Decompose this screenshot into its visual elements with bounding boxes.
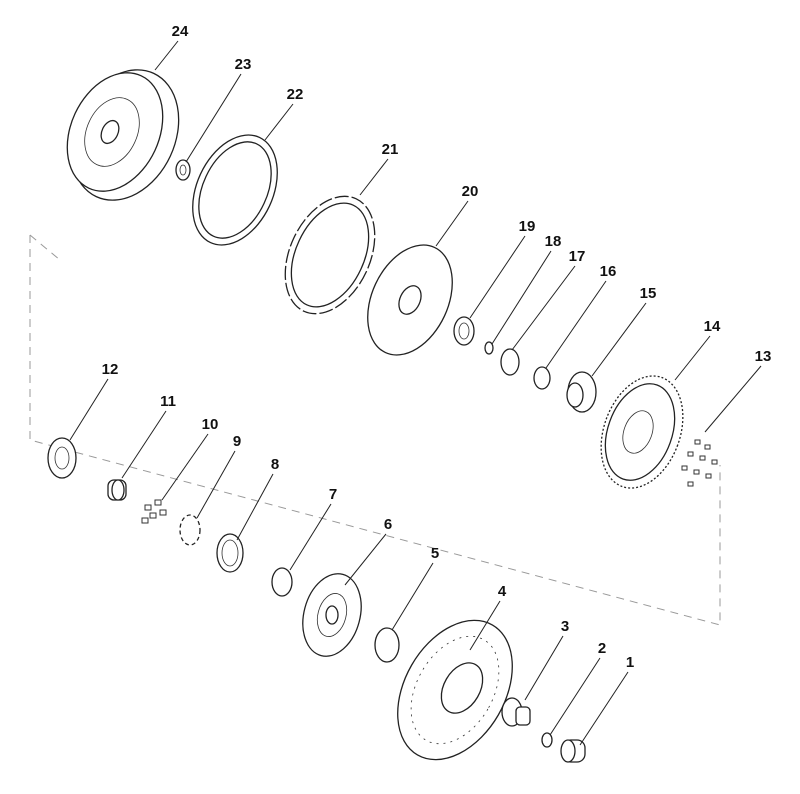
part-16-oring (533, 366, 551, 390)
part-7-plate (271, 567, 293, 597)
callout-number: 18 (545, 233, 562, 250)
part-8-race (216, 533, 244, 573)
callout-11: 11 (121, 393, 176, 479)
leader-line (579, 671, 629, 746)
callout-4: 4 (469, 583, 507, 651)
part-3-hub (501, 697, 531, 727)
leader-line (511, 265, 576, 351)
leader-line (121, 410, 167, 479)
callout-24: 24 (154, 23, 189, 71)
callout-15: 15 (591, 285, 657, 377)
callout-number: 22 (287, 86, 304, 103)
callout-number: 2 (598, 640, 606, 657)
leader-line (469, 600, 501, 651)
part-18-ring (484, 341, 494, 355)
leader-line (344, 533, 387, 586)
leader-line (161, 433, 209, 501)
callout-12: 12 (69, 361, 119, 441)
part-5-washer (374, 627, 400, 663)
part-14-turbine (600, 375, 684, 489)
leader-line (524, 635, 564, 701)
leader-line (491, 250, 552, 345)
part-11-bushing (107, 479, 127, 501)
part-19-washer (453, 316, 475, 346)
callout-2: 2 (549, 640, 606, 736)
leader-line (185, 73, 242, 163)
part-1-sleeve (560, 739, 586, 763)
callout-number: 6 (384, 516, 392, 533)
leader-line (674, 335, 711, 381)
part-13-rivets (681, 439, 718, 487)
part-10-springs (141, 499, 167, 524)
callout-21: 21 (359, 141, 399, 196)
callout-number: 1 (626, 654, 634, 671)
dashed-assembly-guide (29, 234, 721, 626)
part-2-oring (541, 732, 553, 748)
callout-18: 18 (491, 233, 562, 345)
callout-number: 12 (102, 361, 119, 378)
leader-line (545, 280, 607, 369)
callout-number: 24 (172, 23, 189, 40)
callout-number: 10 (202, 416, 219, 433)
callout-14: 14 (674, 318, 721, 381)
leader-line (704, 365, 762, 433)
part-20-disc (367, 244, 453, 356)
leader-line (435, 200, 469, 247)
callout-23: 23 (185, 56, 252, 163)
leader-line (591, 302, 647, 377)
part-6-stator (302, 573, 362, 657)
leader-line (69, 378, 109, 441)
callout-number: 19 (519, 218, 536, 235)
callout-number: 21 (382, 141, 399, 158)
part-4-impeller (397, 619, 513, 761)
callout-8: 8 (236, 456, 279, 541)
callout-number: 8 (271, 456, 279, 473)
callout-17: 17 (511, 248, 586, 351)
leader-line (289, 503, 332, 571)
callout-number: 9 (233, 433, 241, 450)
part-23-washer (175, 159, 191, 181)
part-12-bearing (47, 437, 77, 479)
callout-number: 5 (431, 545, 439, 562)
callout-16: 16 (545, 263, 617, 369)
callout-20: 20 (435, 183, 479, 247)
callout-3: 3 (524, 618, 569, 701)
callout-9: 9 (196, 433, 241, 519)
callout-6: 6 (344, 516, 392, 586)
callout-22: 22 (264, 86, 304, 141)
part-15-hub (566, 371, 597, 413)
callout-19: 19 (469, 218, 536, 319)
leader-line (154, 40, 179, 71)
part-21-plate (284, 195, 376, 315)
leader-line (264, 103, 294, 141)
leader-line (196, 450, 236, 519)
callout-number: 20 (462, 183, 479, 200)
callout-13: 13 (704, 348, 772, 433)
leader-line (469, 235, 526, 319)
part-24-cover (66, 69, 180, 201)
callout-number: 14 (704, 318, 721, 335)
part-22-ring (192, 134, 278, 246)
callout-number: 15 (640, 285, 657, 302)
callout-number: 11 (160, 393, 176, 410)
callout-5: 5 (391, 545, 439, 631)
callout-number: 3 (561, 618, 569, 635)
callout-number: 13 (755, 348, 772, 365)
leader-line (236, 473, 274, 541)
leader-line (359, 158, 389, 196)
callout-number: 7 (329, 486, 337, 503)
part-9-cage (179, 514, 201, 546)
callout-number: 23 (235, 56, 252, 73)
callout-1: 1 (579, 654, 634, 746)
part-17-oring (500, 348, 520, 376)
callout-7: 7 (289, 486, 337, 571)
leader-line (549, 657, 601, 736)
callout-number: 4 (498, 583, 507, 600)
callout-number: 16 (600, 263, 617, 280)
callout-10: 10 (161, 416, 219, 501)
leader-line (391, 562, 434, 631)
callout-number: 17 (569, 248, 586, 265)
